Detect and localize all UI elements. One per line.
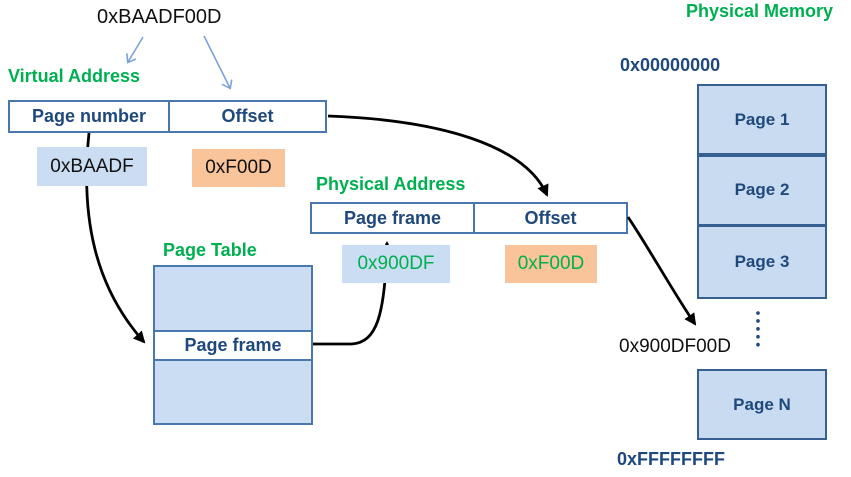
memory-start-address: 0x00000000: [620, 55, 721, 75]
page-frame-field: Page frame: [312, 204, 475, 232]
arrow-offset-to-physical-address: [327, 114, 549, 197]
page-table-row-top: [155, 267, 311, 330]
page-frame-value-chip: 0x900DF: [342, 245, 450, 283]
memory-page-3: Page 3: [697, 225, 827, 299]
physical-address-box: Page frame Offset: [310, 202, 628, 234]
memory-page-n: Page N: [697, 369, 827, 440]
arrow-physical-address-to-memory: [626, 216, 697, 326]
physical-address-title: Physical Address: [316, 174, 466, 194]
page-number-value-chip: 0xBAADF: [37, 147, 147, 186]
page-table: Page frame: [153, 265, 313, 425]
page-table-entry: Page frame: [155, 329, 311, 361]
virtual-offset-field: Offset: [221, 106, 274, 126]
memory-page-2: Page 2: [697, 154, 827, 226]
split-arrow-to-page-number: [128, 36, 144, 62]
physical-offset-field: Offset: [524, 207, 577, 228]
virtual-offset-value-chip: 0xF00D: [192, 149, 285, 187]
virtual-address-value: 0xBAADF00D: [97, 6, 222, 28]
virtual-address-box: Page number Offset: [8, 100, 327, 133]
page-number-field: Page number: [10, 102, 170, 131]
virtual-address-title: Virtual Address: [8, 66, 141, 86]
memory-end-address: 0xFFFFFFFF: [617, 449, 725, 469]
page-table-row-bottom: [155, 360, 311, 423]
physical-memory-title: Physical Memory: [686, 1, 834, 21]
physical-offset-value-chip: 0xF00D: [505, 245, 597, 283]
memory-mapped-address: 0x900DF00D: [619, 336, 731, 357]
split-arrow-to-offset: [203, 35, 230, 88]
memory-page-1: Page 1: [697, 84, 827, 155]
page-table-title: Page Table: [163, 240, 257, 260]
